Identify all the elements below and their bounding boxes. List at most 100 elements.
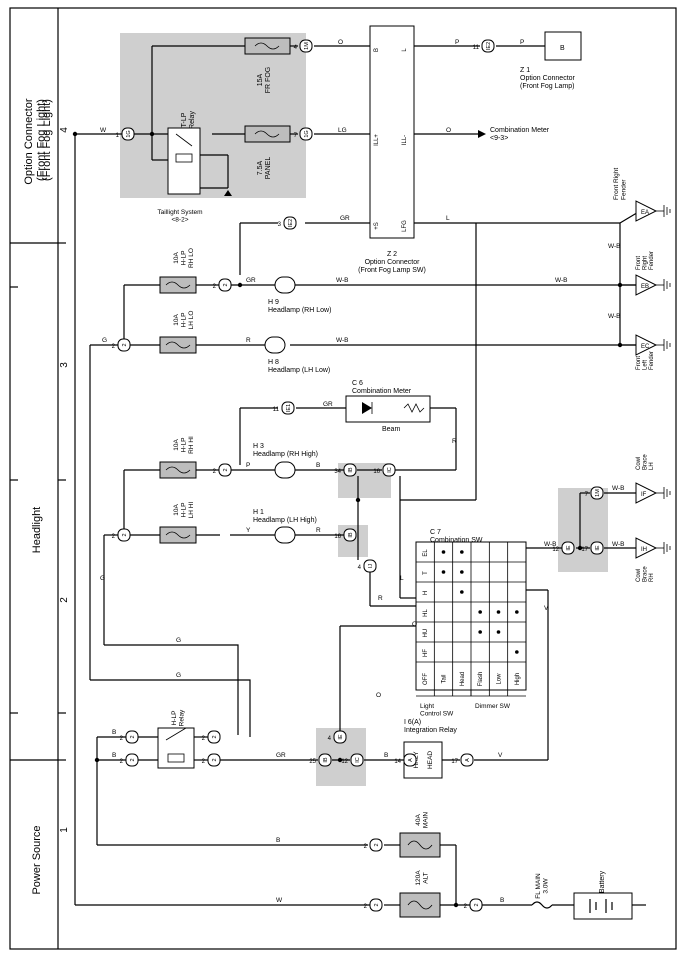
switch-row-label: H <box>423 591 429 595</box>
wire-color-label: B <box>112 729 116 736</box>
diagram-frame <box>9 7 677 950</box>
switch-column-label: Tail <box>442 674 448 683</box>
connector <box>590 486 604 500</box>
connector-code: IC <box>355 757 361 763</box>
c6-combination-meter <box>345 395 431 423</box>
connector <box>469 898 483 912</box>
wire-color-label: O <box>446 127 451 134</box>
connector-code: IC <box>387 467 393 473</box>
connector-code: IE2 <box>486 42 492 50</box>
pin-number: 2 <box>464 904 468 910</box>
switch-contact-dot <box>441 550 446 554</box>
wire-color-label: Y <box>246 527 251 534</box>
grid-index-1: 1 <box>59 827 70 833</box>
connector-code: A <box>465 758 471 762</box>
connector <box>369 838 383 852</box>
hlp-relay <box>157 727 195 769</box>
connector <box>363 559 377 573</box>
ground-ea-code: EA <box>641 210 649 216</box>
pin-number: 2 <box>213 469 217 475</box>
connector <box>283 216 297 230</box>
z2-pin-label: LFG <box>402 220 408 232</box>
connector-code: 2 <box>474 903 480 906</box>
ground-ec-label: FrontLeftFender <box>636 351 655 370</box>
connector-code: 1G <box>126 130 132 137</box>
connector-code: 2 <box>374 903 380 906</box>
connector <box>382 463 396 477</box>
connector <box>121 127 135 141</box>
grounds: EAEBECIFIHFrontRightFenderFrontLeftFende… <box>635 200 671 582</box>
wire-color-label: R <box>378 595 383 602</box>
fuse-main <box>399 832 441 858</box>
wire-color-label: R <box>316 527 321 534</box>
pin-number: 34 <box>334 469 341 475</box>
switch-contact-dot <box>478 630 482 634</box>
pin-number: 2 <box>202 759 206 765</box>
ground-eb-label: FrontRightFender <box>636 251 655 270</box>
ground-ec-code: EC <box>641 344 650 350</box>
section-label-option-connector-sub: (Front Fog Light) <box>41 99 53 181</box>
connector <box>117 528 131 542</box>
switch-row-label: HF <box>423 649 429 657</box>
wire-color-label: O <box>338 39 343 46</box>
wire-color-label: P <box>246 462 250 469</box>
wire-color-label: W <box>276 897 283 904</box>
fuse-main-label: 40AMAIN <box>415 812 429 829</box>
z2-pin-label: ILL- <box>402 135 408 145</box>
wire-color-label: W-B <box>336 277 349 284</box>
pin-number: 4 <box>328 736 332 742</box>
grid-ticks <box>10 242 66 761</box>
wire-color-label: G <box>176 672 181 679</box>
pin-number: 2 <box>112 344 116 350</box>
connector <box>218 463 232 477</box>
switch-column-label: High <box>515 673 521 685</box>
connector <box>481 39 495 53</box>
z2-pin-label: B <box>374 48 380 52</box>
taillight-system-label: Taillight System<8-2> <box>157 209 202 223</box>
fuse-hlp-rh-hi-label: 10AH-LPRH HI <box>173 436 195 454</box>
connector-code: A <box>408 758 414 762</box>
switch-contact-dot <box>496 610 501 614</box>
connector <box>561 541 575 555</box>
connector <box>117 338 131 352</box>
connector <box>369 898 383 912</box>
connector-code: IE <box>338 734 344 740</box>
pin-number: 4 <box>294 45 298 51</box>
pin-number: 1 <box>116 133 120 139</box>
wire-color-label: V <box>544 605 549 612</box>
connector-code: 1M <box>304 42 310 50</box>
connector-code: 1M <box>595 489 601 497</box>
connector <box>207 730 221 744</box>
fl-main-label: FL MAIN3.0W <box>535 873 549 899</box>
wire-color-label: W-B <box>608 243 621 250</box>
z2-pin-label: L <box>402 48 408 52</box>
pin-number: 2 <box>364 844 368 850</box>
switch-row-label: HU <box>423 629 429 638</box>
pin-number: 2 <box>364 904 368 910</box>
switch-contact-dot <box>460 570 464 574</box>
wire-color-label: B <box>500 897 504 904</box>
ground-eb <box>635 274 658 296</box>
z1-pin-b: B <box>560 45 565 52</box>
wire-color-label: G <box>100 575 105 582</box>
pin-number: 17 <box>581 547 588 553</box>
pin-number: 16 <box>334 534 341 540</box>
switch-column-label: Low <box>497 673 503 685</box>
wire-color-label: P <box>520 39 524 46</box>
integration-relay-label: I 6(A)Integration Relay <box>404 719 457 734</box>
wire-color-label: GR <box>246 277 256 284</box>
headlamp-h9 <box>274 276 296 294</box>
battery-label: Battery <box>599 870 606 893</box>
wire-color-label: GR <box>323 401 333 408</box>
pin-number: 7 <box>294 133 298 139</box>
wire-color-label: G <box>176 637 181 644</box>
fuse-fr-fog-label: 15AFR FOG <box>257 67 272 93</box>
switch-row-label: T <box>423 571 429 575</box>
